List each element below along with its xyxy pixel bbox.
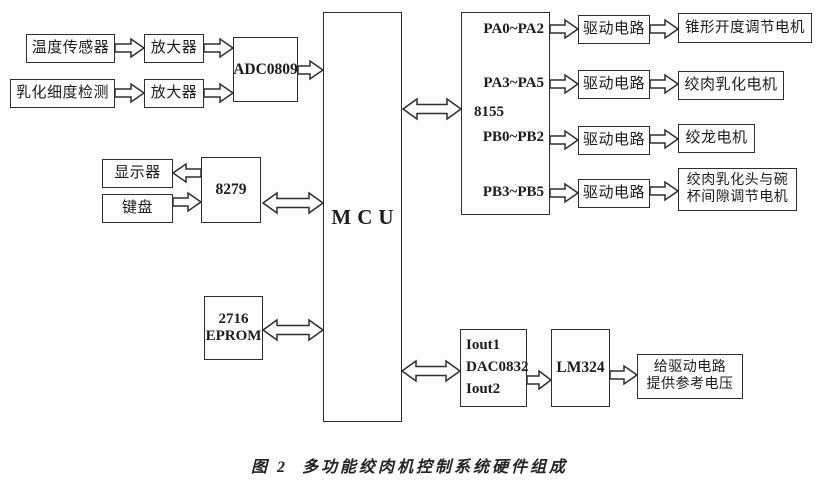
port-pa0-pa2: PA0~PA2 <box>483 21 544 37</box>
chip-8155-label: 8155 <box>474 104 504 120</box>
arrow <box>172 191 203 213</box>
block-amplifier-bottom: 放大器 <box>144 79 204 108</box>
figure-caption-number: 图 2 <box>250 459 288 476</box>
arrow <box>526 369 553 391</box>
ref-voltage-line2: 提供参考电压 <box>646 376 734 392</box>
dac-iout1-label: Iout1 <box>466 337 501 354</box>
block-motor-auger: 绞龙电机 <box>678 124 755 153</box>
block-display: 显示器 <box>102 159 173 188</box>
block-2716-eprom: 2716 EPROM <box>204 296 263 360</box>
arrow <box>549 182 580 204</box>
block-drive-circuit-3: 驱动电路 <box>578 126 650 155</box>
figure-caption: 图 2 多功能绞肉机控制系统硬件组成 <box>0 453 819 477</box>
arrow <box>114 37 146 59</box>
block-drive-circuit-2: 驱动电路 <box>578 70 650 99</box>
block-mcu: MCU <box>323 12 402 422</box>
motor-gap-line1: 绞肉乳化头与碗 <box>686 173 789 189</box>
block-motor-emulsify: 绞肉乳化电机 <box>678 71 784 100</box>
arrow <box>649 128 680 150</box>
block-amplifier-top: 放大器 <box>144 34 204 63</box>
block-keyboard: 键盘 <box>102 194 173 223</box>
arrow <box>171 162 202 184</box>
block-dac0832: Iout1 DAC0832 Iout2 <box>460 329 529 407</box>
block-drive-circuit-4: 驱动电路 <box>578 179 650 208</box>
block-reference-voltage: 给驱动电路 提供参考电压 <box>637 354 743 399</box>
arrow <box>649 18 680 40</box>
arrow <box>400 359 462 383</box>
arrow <box>549 73 580 95</box>
arrow <box>649 73 680 95</box>
port-pa3-pa5: PA3~PA5 <box>483 75 544 91</box>
port-pb3-pb5: PB3~PB5 <box>482 184 544 200</box>
arrow <box>649 180 680 202</box>
arrow <box>297 59 325 81</box>
arrow <box>609 364 639 386</box>
arrow <box>114 82 146 104</box>
block-8155: PA0~PA2 PA3~PA5 8155 PB0~PB2 PB3~PB5 <box>461 12 550 215</box>
block-motor-gap: 绞肉乳化头与碗 杯间隙调节电机 <box>678 168 797 211</box>
arrow <box>261 318 325 342</box>
arrow <box>261 191 325 215</box>
block-drive-circuit-1: 驱动电路 <box>578 15 650 44</box>
port-pb0-pb2: PB0~PB2 <box>482 129 544 145</box>
arrow <box>549 18 580 40</box>
block-temp-sensor: 温度传感器 <box>26 34 115 63</box>
block-8279: 8279 <box>201 157 261 223</box>
figure-caption-title: 多功能绞肉机控制系统硬件组成 <box>302 459 569 476</box>
dac-iout2-label: Iout2 <box>466 380 501 397</box>
block-adc0809: ADC0809 <box>233 37 298 102</box>
eprom-line2: EPROM <box>205 328 262 344</box>
block-emulsify-detect: 乳化细度检测 <box>10 79 115 108</box>
arrow <box>203 37 235 59</box>
motor-gap-line2: 杯间隙调节电机 <box>686 189 789 205</box>
arrow <box>203 82 235 104</box>
eprom-line1: 2716 <box>218 310 249 327</box>
dac0832-label: DAC0832 <box>466 359 529 376</box>
ref-voltage-line1: 给驱动电路 <box>653 360 727 376</box>
block-lm324: LM324 <box>551 329 610 407</box>
arrow <box>549 129 580 151</box>
block-motor-cone: 锥形开度调节电机 <box>678 13 812 43</box>
mcu-label: MCU <box>331 204 400 229</box>
arrow <box>401 97 463 121</box>
